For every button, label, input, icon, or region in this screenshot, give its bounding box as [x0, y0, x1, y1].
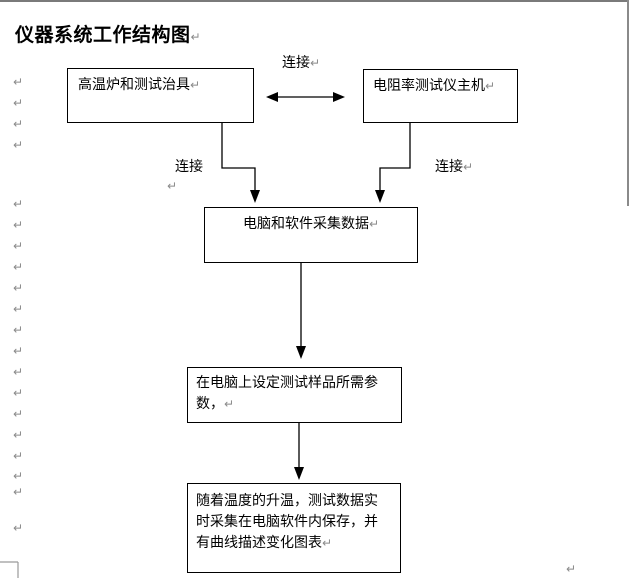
paragraph-mark-icon: ↵ [190, 78, 201, 92]
connect-label-top-text: 连接 [282, 54, 310, 70]
connector-furnace-to-computer [221, 123, 260, 203]
paragraph-mark-icon: ↵ [485, 79, 496, 93]
flow-box-computer-label: 电脑和软件采集数据 [242, 215, 369, 231]
connector-host-to-computer [375, 123, 411, 203]
flow-box-host-label: 电阻率测试仪主机 [373, 77, 485, 93]
connector-params-to-result [294, 423, 304, 480]
connect-label-right[interactable]: 连接↵ [435, 156, 473, 176]
connector-computer-to-params [296, 263, 306, 359]
paragraph-mark-icon: ↵ [13, 485, 24, 499]
paragraph-mark-icon: ↵ [13, 138, 24, 152]
paragraph-mark-icon: ↵ [310, 56, 321, 70]
arrowhead-down-icon [250, 190, 260, 203]
flow-box-result[interactable]: 随着温度的升温，测试数据实时采集在电脑软件内保存，并有曲线描述变化图表↵ [187, 483, 401, 573]
paragraph-mark-icon: ↵ [190, 30, 201, 44]
paragraph-mark-icon: ↵ [13, 117, 24, 131]
paragraph-mark-icon: ↵ [224, 397, 235, 411]
paragraph-mark-icon: ↵ [322, 536, 333, 550]
page-title-text: 仪器系统工作结构图 [15, 25, 191, 46]
arrowhead-down-icon [294, 467, 304, 480]
flow-box-result-label: 随着温度的升温，测试数据实时采集在电脑软件内保存，并有曲线描述变化图表 [196, 492, 378, 550]
paragraph-mark-icon: ↵ [13, 521, 24, 535]
paragraph-mark-icon: ↵ [13, 323, 24, 337]
text-boundary-corner-icon [0, 561, 19, 578]
paragraph-mark-icon: ↵ [13, 407, 24, 421]
flow-box-params[interactable]: 在电脑上设定测试样品所需参数，↵ [187, 367, 402, 423]
paragraph-mark-icon: ↵ [13, 365, 24, 379]
page-title[interactable]: 仪器系统工作结构图↵ [15, 20, 201, 47]
arrowhead-right-icon [333, 92, 345, 102]
paragraph-mark-icon: ↵ [13, 428, 24, 442]
paragraph-mark-icon: ↵ [368, 217, 380, 231]
arrowhead-down-icon [296, 346, 306, 359]
paragraph-mark-icon: ↵ [463, 160, 474, 174]
arrowhead-left-icon [266, 92, 278, 102]
flow-box-furnace[interactable]: 高温炉和测试治具↵ [67, 68, 254, 123]
flow-box-computer[interactable]: 电脑和软件采集数据↵ [204, 207, 418, 263]
paragraph-mark-icon: ↵ [13, 197, 24, 211]
paragraph-mark-icon: ↵ [13, 75, 24, 89]
paragraph-mark-icon: ↵ [13, 96, 24, 110]
paragraph-mark-icon: ↵ [167, 179, 178, 193]
flow-box-params-label: 在电脑上设定测试样品所需参数， [196, 374, 378, 411]
paragraph-mark-icon: ↵ [13, 449, 24, 463]
paragraph-mark-icon: ↵ [13, 386, 24, 400]
connect-label-left[interactable]: 连接 [175, 156, 203, 176]
flow-box-furnace-label: 高温炉和测试治具 [78, 76, 190, 92]
paragraph-mark-icon: ↵ [13, 218, 24, 232]
connect-label-left-text: 连接 [175, 158, 203, 174]
paragraph-mark-icon: ↵ [13, 239, 24, 253]
paragraph-mark-icon: ↵ [13, 281, 24, 295]
paragraph-mark-icon: ↵ [13, 302, 24, 316]
paragraph-mark-icon: ↵ [13, 469, 24, 483]
connect-label-top[interactable]: 连接↵ [282, 52, 320, 72]
connector-bidirectional [266, 92, 345, 102]
connect-label-right-text: 连接 [435, 158, 463, 174]
paragraph-mark-icon: ↵ [566, 562, 577, 576]
arrowhead-down-icon [375, 190, 385, 203]
flow-box-host[interactable]: 电阻率测试仪主机↵ [363, 69, 518, 123]
page-top-border [0, 0, 629, 2]
paragraph-mark-icon: ↵ [13, 344, 24, 358]
paragraph-mark-icon: ↵ [13, 260, 24, 274]
page-right-border [627, 0, 629, 206]
